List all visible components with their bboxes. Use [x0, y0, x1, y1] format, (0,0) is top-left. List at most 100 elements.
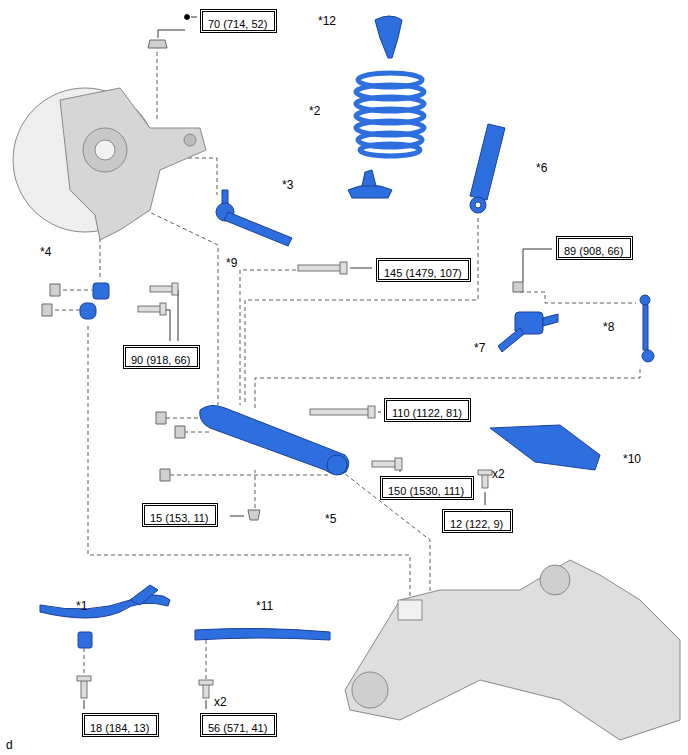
bolt	[298, 265, 343, 271]
torque-box: 150 (1530, 111)	[380, 476, 474, 500]
blue-parts	[375, 16, 402, 58]
bolt	[138, 306, 163, 312]
nut	[42, 40, 523, 520]
steering-knuckle	[83, 128, 127, 172]
torque-leaders	[158, 30, 185, 38]
leader-lines	[48, 52, 640, 680]
blue-parts	[348, 185, 392, 198]
blue-parts	[643, 305, 648, 350]
blue-parts	[130, 585, 158, 605]
callout-number: *4	[40, 245, 51, 259]
nut	[248, 510, 260, 520]
callout-number: *8	[603, 320, 614, 334]
subframe	[540, 565, 570, 595]
steering-knuckle	[60, 88, 206, 240]
blue-parts	[224, 212, 292, 246]
blue-parts	[356, 73, 424, 156]
callout-number: *7	[474, 341, 485, 355]
torque-box: 56 (571, 41)	[200, 713, 277, 737]
blue-parts	[40, 595, 170, 618]
leader-lines	[245, 218, 478, 405]
torque-value: 110 (1122, 81)	[392, 406, 462, 420]
callout-number: *5	[325, 512, 336, 526]
leader-lines	[520, 292, 636, 303]
leader-lines	[255, 470, 256, 508]
torque-leaders	[485, 492, 486, 505]
callout-number: *12	[318, 14, 336, 28]
torque-leaders	[350, 268, 372, 269]
bolt	[150, 286, 175, 292]
torque-value: 150 (1530, 111)	[388, 484, 464, 498]
torque-leaders	[206, 700, 207, 709]
steering-knuckle	[184, 134, 196, 146]
torque-leaders	[185, 15, 190, 20]
nut	[42, 304, 52, 316]
callout-number: *1	[76, 599, 87, 613]
callout-number: *3	[282, 178, 293, 192]
nut	[50, 284, 60, 296]
bolt	[395, 458, 402, 470]
torque-leaders	[191, 17, 197, 18]
torque-box: 89 (908, 66)	[556, 236, 633, 260]
bolt	[368, 406, 375, 418]
subframe	[345, 560, 680, 740]
blue-parts	[470, 197, 486, 213]
leader-lines	[84, 648, 85, 675]
nut	[148, 40, 167, 48]
leader-lines	[166, 418, 205, 419]
torque-box: 70 (714, 52)	[200, 9, 277, 33]
bolt	[478, 470, 492, 475]
blue-parts	[470, 124, 505, 200]
bolt	[482, 474, 488, 488]
callout-number: x2	[214, 695, 227, 709]
torque-value: 18 (184, 13)	[90, 721, 149, 735]
torque-leaders	[84, 700, 85, 709]
blue-parts	[93, 283, 109, 299]
callout-number: *11	[256, 599, 273, 613]
callout-number: x2	[492, 467, 505, 481]
leader-lines	[170, 475, 330, 476]
bolt	[203, 684, 209, 698]
bolt	[372, 461, 397, 467]
bolt	[310, 409, 370, 415]
torque-value: 145 (1479, 107)	[384, 266, 462, 280]
nut	[160, 469, 170, 481]
steering-knuckle	[13, 88, 206, 240]
blue-parts	[222, 190, 228, 204]
torque-box: 145 (1479, 107)	[376, 258, 471, 282]
blue-parts	[360, 144, 420, 156]
blue-parts	[200, 405, 349, 474]
nut	[156, 412, 166, 424]
nut	[175, 426, 185, 438]
bolt	[81, 680, 87, 698]
nut	[513, 282, 523, 292]
blue-parts	[78, 632, 92, 648]
leader-lines	[184, 432, 210, 433]
leader-lines	[48, 310, 80, 311]
leader-lines	[240, 270, 345, 405]
torque-box: 12 (122, 9)	[442, 509, 513, 533]
callout-number: *6	[536, 161, 547, 175]
blue-parts	[543, 314, 558, 326]
torque-box: 110 (1122, 81)	[384, 398, 471, 422]
callout-number: *10	[623, 452, 641, 466]
torque-leaders	[378, 412, 381, 413]
torque-value: 70 (714, 52)	[208, 17, 267, 31]
bolt	[199, 680, 213, 685]
torque-value: 90 (918, 66)	[131, 353, 190, 367]
torque-box: 15 (153, 11)	[142, 503, 218, 527]
blue-parts	[80, 303, 96, 319]
subframe	[345, 560, 680, 740]
blue-parts	[475, 202, 481, 208]
blue-parts	[362, 170, 376, 186]
leader-lines	[206, 640, 207, 680]
torque-value: 56 (571, 41)	[208, 721, 267, 735]
bolt	[172, 283, 178, 295]
steering-knuckle	[95, 140, 115, 160]
callout-number: d	[6, 738, 13, 752]
leader-lines	[100, 238, 101, 280]
blue-parts	[40, 16, 654, 648]
blue-parts	[490, 425, 600, 470]
